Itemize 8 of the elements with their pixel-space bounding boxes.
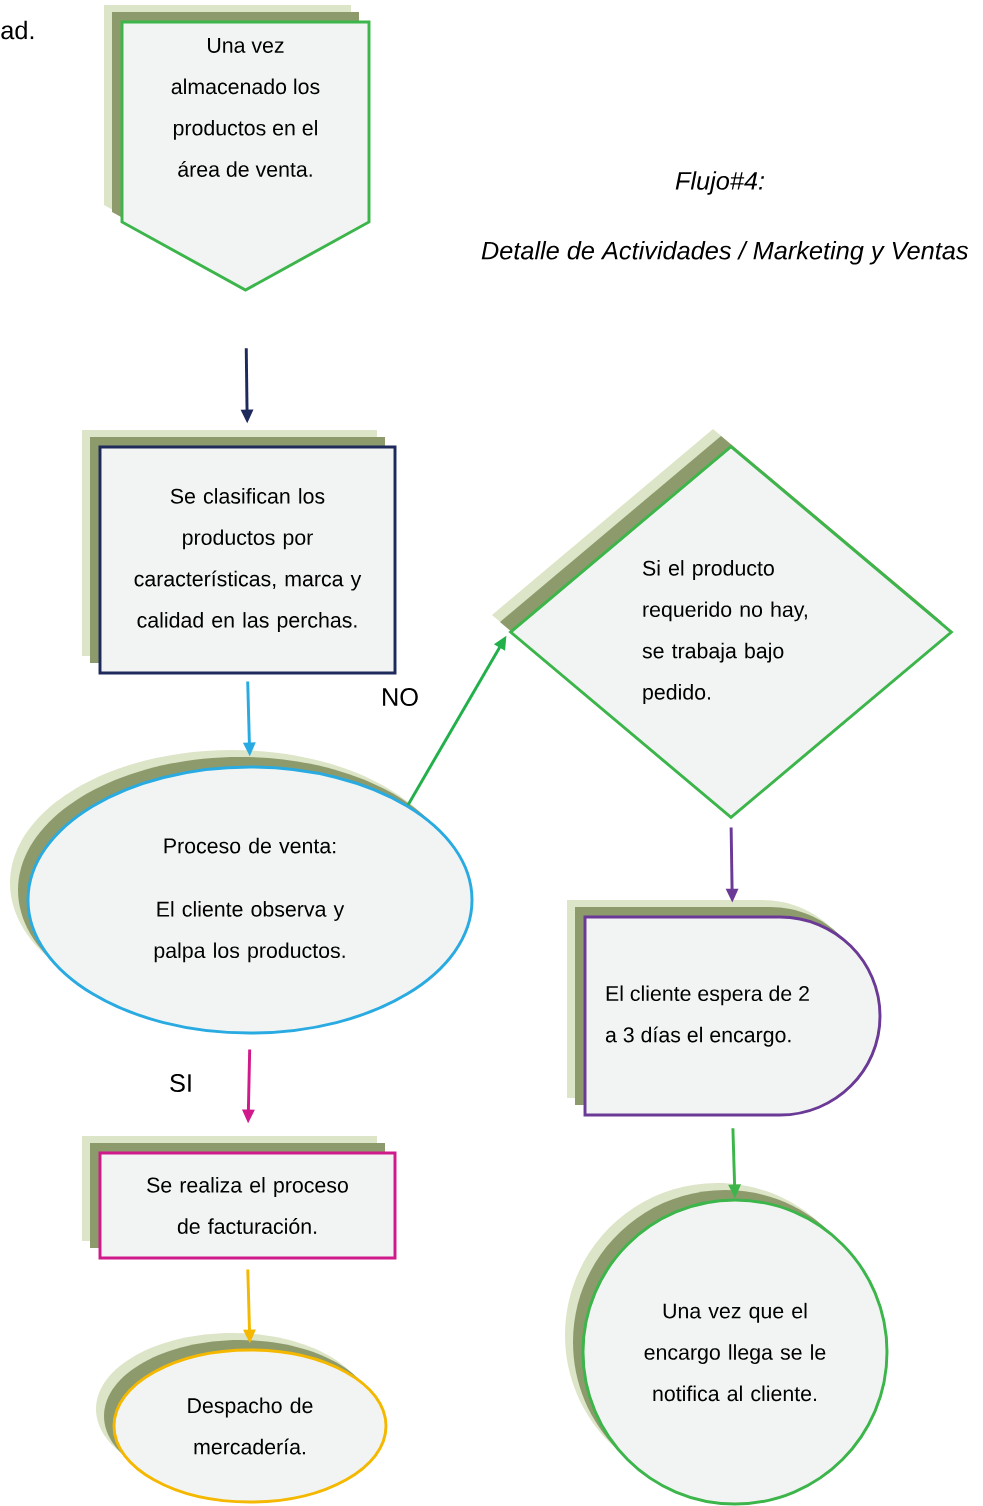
title: Flujo#4:	[675, 171, 765, 195]
process-box: Se clasifican los productos por características, marca y calidad en las perchas.	[82, 430, 397, 675]
edge-label: SI	[167, 1072, 195, 1094]
text-fragment: ad.	[1, 20, 34, 40]
process-box: Se realiza el proceso de facturación.	[82, 1136, 397, 1260]
offpage-connector: Una vez almacenado los productos en el área de venta.	[104, 5, 371, 292]
edge-label: NO	[379, 686, 421, 708]
subtitle: Detalle de Actividades / Marketing y Ventas	[481, 240, 969, 265]
